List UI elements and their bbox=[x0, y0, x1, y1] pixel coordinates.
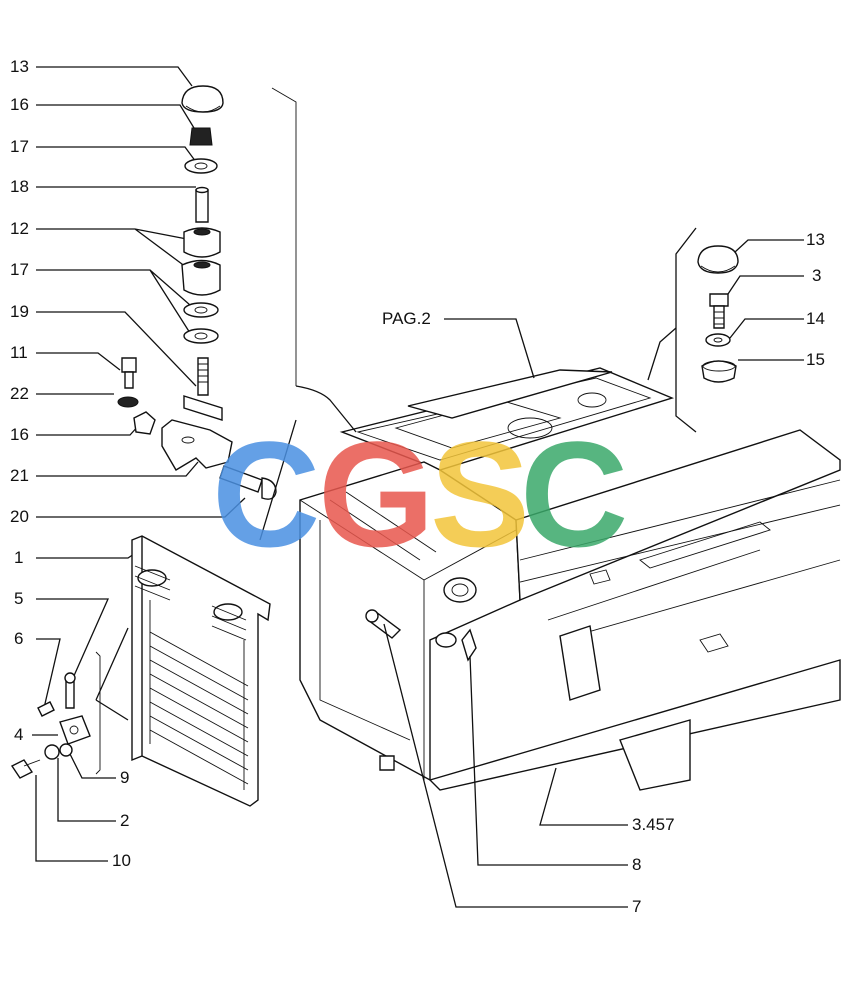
callout-17-left-b: 17 bbox=[10, 260, 29, 279]
callout-5: 5 bbox=[14, 589, 23, 608]
callout-22: 22 bbox=[10, 384, 29, 403]
grille-panel bbox=[10, 535, 271, 807]
tractor-chassis bbox=[299, 367, 841, 791]
callout-10: 10 bbox=[112, 851, 131, 870]
callout-3: 3 bbox=[812, 266, 821, 285]
callout-17-left-a: 17 bbox=[10, 137, 29, 156]
callout-4: 4 bbox=[14, 725, 23, 744]
callout-2: 2 bbox=[120, 811, 129, 830]
callout-16-left-b: 16 bbox=[10, 425, 29, 444]
page-reference-label: PAG.2 bbox=[382, 309, 431, 328]
callout-19: 19 bbox=[10, 302, 29, 321]
callout-21: 21 bbox=[10, 466, 29, 485]
callout-12: 12 bbox=[10, 219, 29, 238]
callout-15: 15 bbox=[806, 350, 825, 369]
callout-14: 14 bbox=[806, 309, 825, 328]
watermark-letter-s: S bbox=[430, 410, 530, 578]
callout-1: 1 bbox=[14, 548, 23, 567]
callout-7: 7 bbox=[632, 897, 641, 916]
cgsc-watermark-logo: C G S C bbox=[212, 410, 628, 578]
callout-18: 18 bbox=[10, 177, 29, 196]
callout-20: 20 bbox=[10, 507, 29, 526]
left-part-stack bbox=[117, 85, 297, 500]
callout-13-left: 13 bbox=[10, 57, 29, 76]
callout-16-left: 16 bbox=[10, 95, 29, 114]
right-part-stack bbox=[647, 227, 804, 433]
watermark-letter-c2: C bbox=[520, 410, 628, 578]
left-callouts: 13 16 17 18 12 17 19 11 22 16 21 20 1 5 … bbox=[10, 57, 246, 870]
callout-3-457: 3.457 bbox=[632, 815, 675, 834]
callout-13-right: 13 bbox=[806, 230, 825, 249]
callout-11: 11 bbox=[10, 343, 28, 362]
callout-9: 9 bbox=[120, 768, 129, 787]
watermark-letter-c1: C bbox=[212, 410, 320, 578]
callout-6: 6 bbox=[14, 629, 23, 648]
watermark-letter-g: G bbox=[318, 410, 435, 578]
callout-8: 8 bbox=[632, 855, 641, 874]
